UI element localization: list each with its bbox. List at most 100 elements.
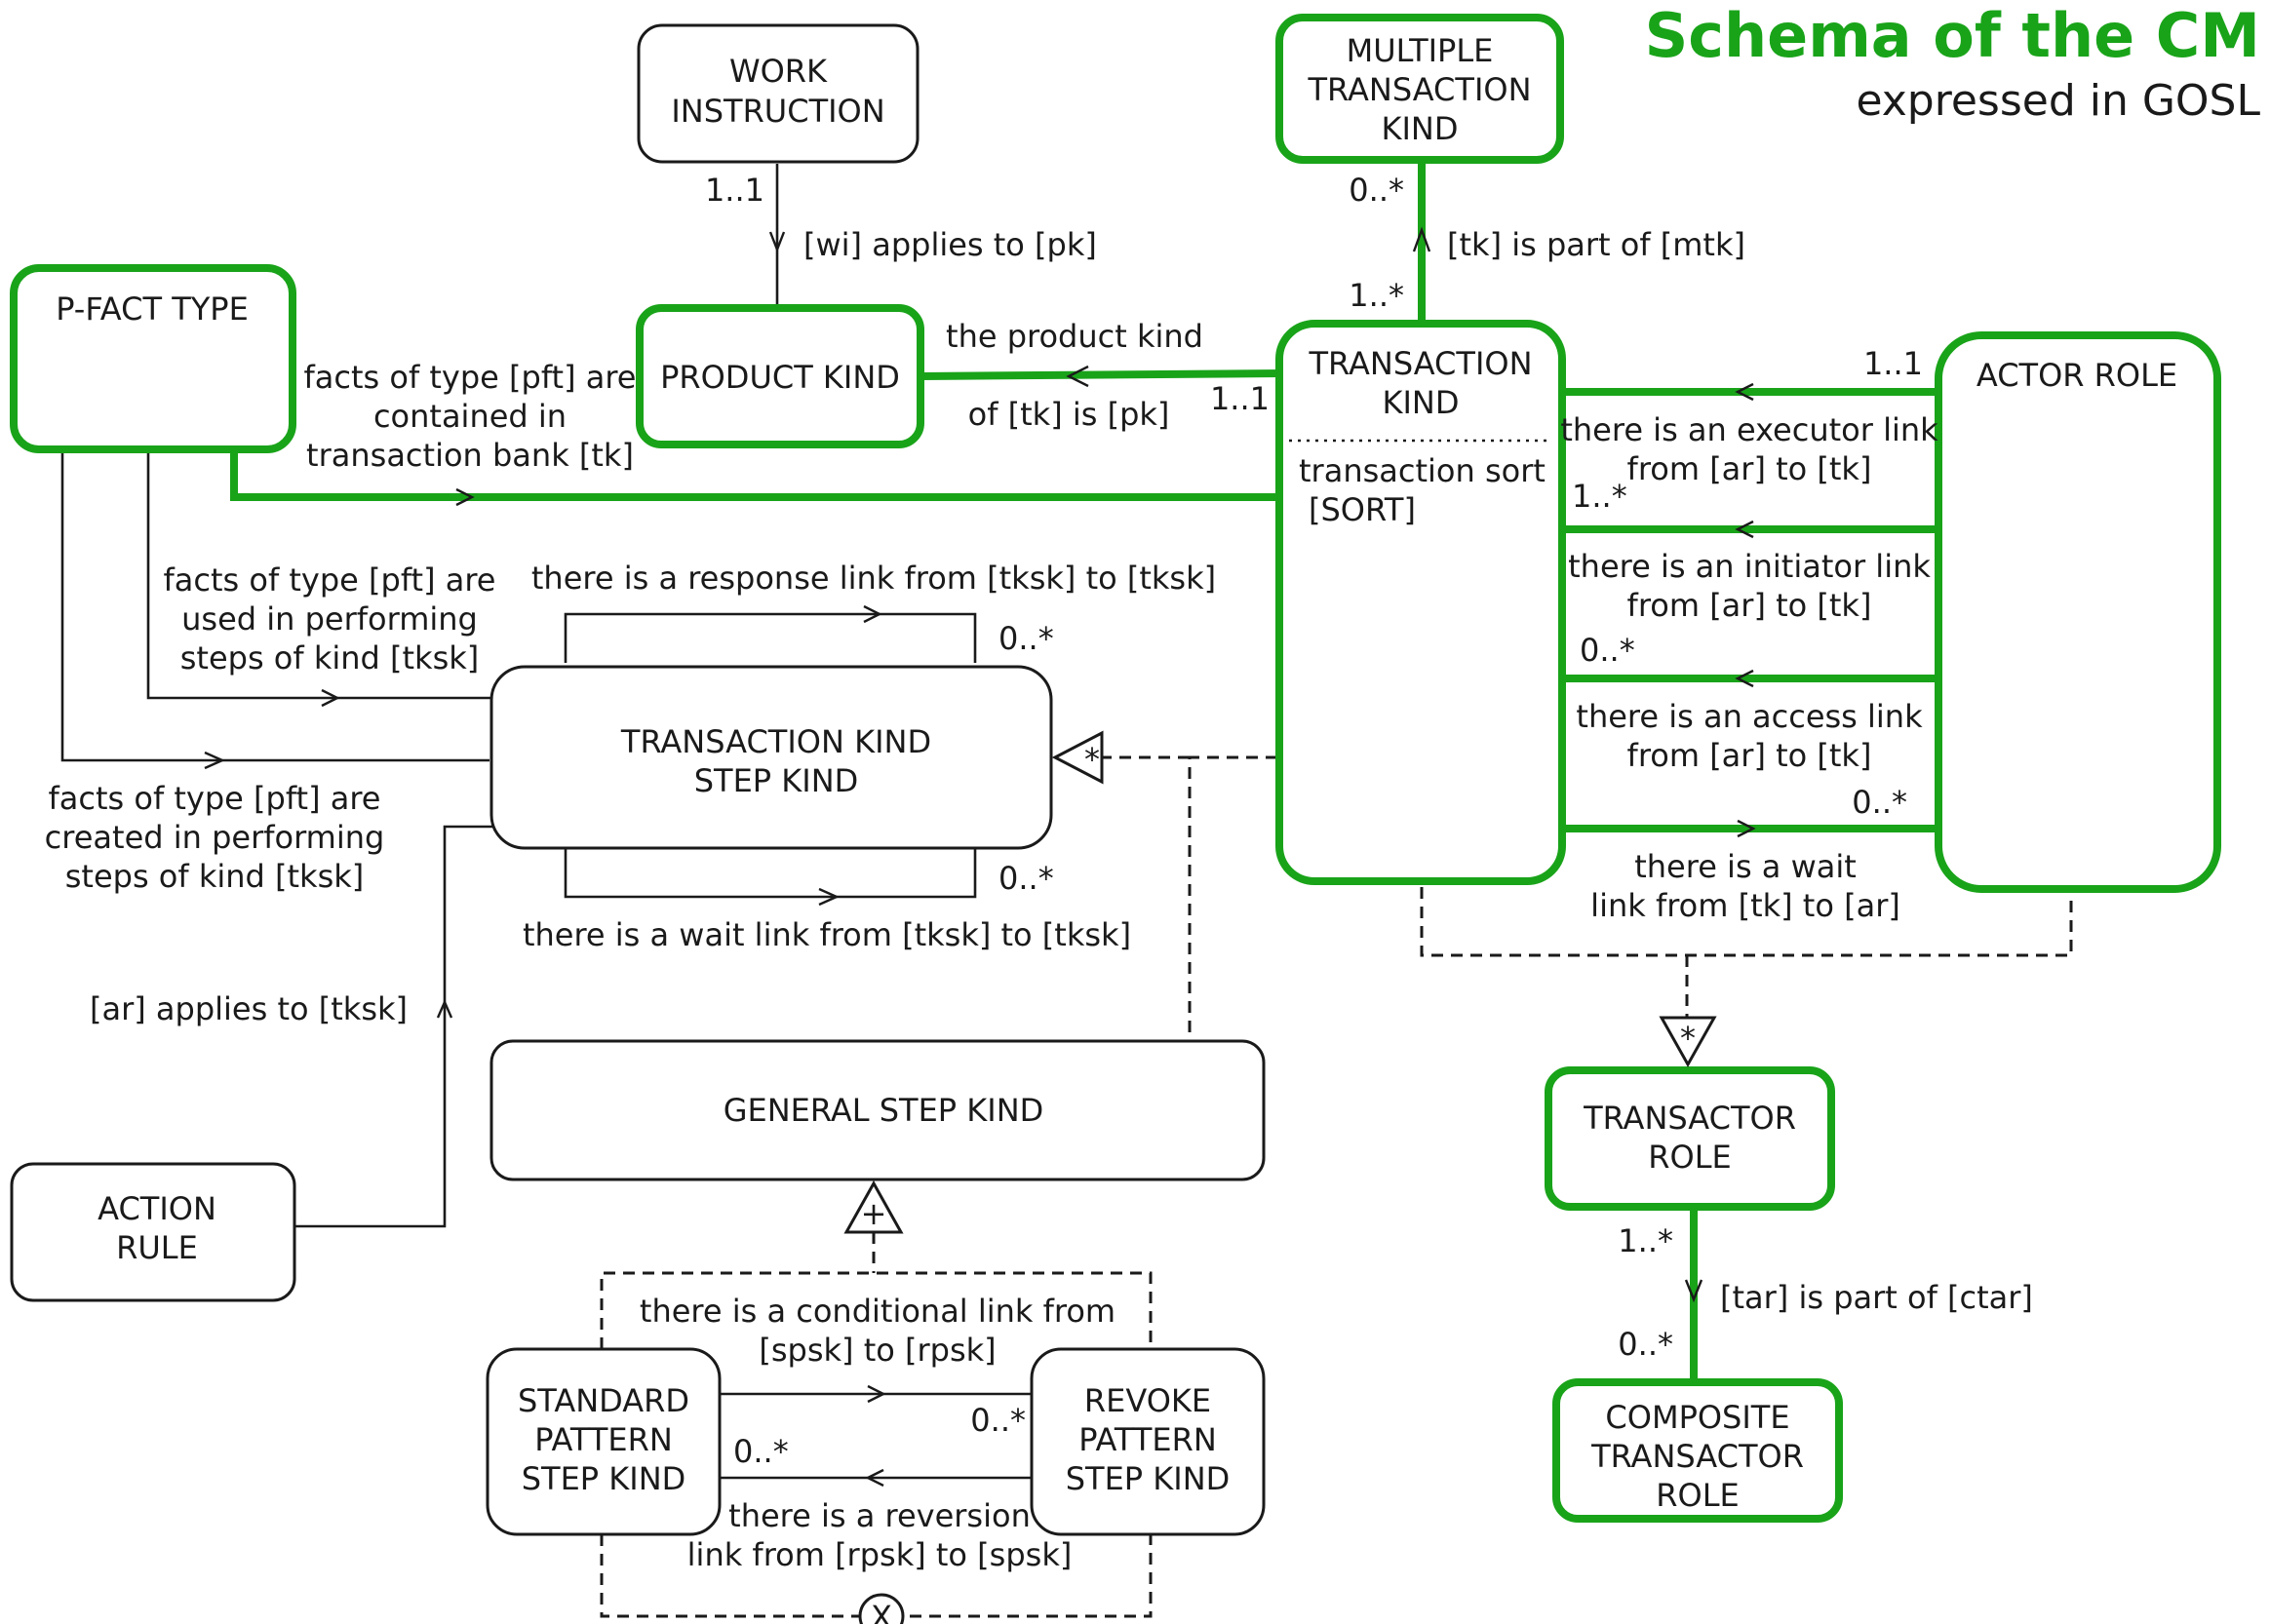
entity-composite-transactor-role: COMPOSITE TRANSACTOR ROLE [1552, 1378, 1843, 1523]
svg-text:REVOKE: REVOKE [1084, 1382, 1211, 1419]
multiplicity-label: 1..* [1618, 1222, 1673, 1259]
svg-text:TRANSACTOR: TRANSACTOR [1583, 1100, 1796, 1137]
svg-text:from [ar] to [tk]: from [ar] to [tk] [1627, 450, 1872, 487]
svg-text:TRANSACTION KIND: TRANSACTION KIND [620, 723, 931, 760]
multiplicity-label: 0..* [1349, 172, 1404, 209]
svg-text:there is an access link: there is an access link [1576, 698, 1923, 735]
svg-text:of [tk] is [pk]: of [tk] is [pk] [968, 396, 1170, 433]
svg-text:there is an initiator link: there is an initiator link [1568, 548, 1931, 585]
diagram-subtitle: expressed in GOSL [1856, 76, 2260, 126]
svg-text:ACTOR ROLE: ACTOR ROLE [1976, 357, 2177, 394]
svg-text:there is a wait: there is a wait [1634, 848, 1857, 885]
svg-text:GENERAL STEP KIND: GENERAL STEP KIND [724, 1092, 1044, 1129]
svg-text:PATTERN: PATTERN [534, 1421, 673, 1458]
svg-text:PATTERN: PATTERN [1078, 1421, 1217, 1458]
svg-text:TRANSACTION: TRANSACTION [1308, 71, 1532, 108]
multiplicity-label: 0..* [998, 860, 1054, 897]
svg-text:facts of type [pft] are: facts of type [pft] are [304, 359, 637, 396]
multiplicity-label: 1..1 [1210, 380, 1270, 417]
svg-text:P-FACT TYPE: P-FACT TYPE [56, 290, 249, 328]
svg-text:from [ar] to [tk]: from [ar] to [tk] [1627, 737, 1872, 774]
relation-response-link: there is a response link from [tksk] to … [531, 560, 1216, 597]
entity-transaction-kind: TRANSACTION KIND transaction sort [SORT] [1275, 320, 1566, 885]
svg-text:STEP KIND: STEP KIND [1066, 1460, 1231, 1497]
svg-text:X: X [871, 1599, 892, 1624]
svg-text:STEP KIND: STEP KIND [694, 762, 859, 799]
relation-product-kind-of-tk: the product kind of [tk] is [pk] [946, 318, 1203, 433]
relation-tar-part-of-ctar: [tar] is part of [ctar] [1720, 1279, 2033, 1316]
svg-text:INSTRUCTION: INSTRUCTION [671, 93, 884, 130]
svg-text:KIND: KIND [1382, 110, 1459, 147]
svg-text:facts of type [pft] are: facts of type [pft] are [164, 561, 496, 599]
svg-text:link from [tk] to [ar]: link from [tk] to [ar] [1590, 887, 1900, 924]
svg-text:transaction bank [tk]: transaction bank [tk] [306, 437, 634, 474]
svg-text:ROLE: ROLE [1648, 1139, 1731, 1176]
relation-reversion-link: there is a reversion link from [rpsk] to… [687, 1497, 1073, 1573]
svg-text:there is an executor link: there is an executor link [1560, 411, 1938, 448]
multiplicity-label: 0..* [970, 1402, 1026, 1439]
svg-text:WORK: WORK [729, 53, 828, 90]
relation-pft-used: facts of type [pft] are used in performi… [164, 561, 496, 677]
svg-text:link from [rpsk] to [spsk]: link from [rpsk] to [spsk] [687, 1536, 1073, 1573]
svg-text:created in performing: created in performing [45, 819, 385, 856]
svg-text:PRODUCT KIND: PRODUCT KIND [660, 359, 900, 396]
svg-text:*: * [1680, 1020, 1696, 1057]
multiplicity-label: 0..* [1852, 784, 1907, 821]
svg-text:COMPOSITE: COMPOSITE [1605, 1399, 1789, 1436]
svg-text:TRANSACTION: TRANSACTION [1309, 345, 1533, 382]
svg-text:the product kind: the product kind [946, 318, 1203, 355]
entity-transaction-kind-step-kind: TRANSACTION KIND STEP KIND [489, 665, 1053, 850]
entity-action-rule: ACTION RULE [10, 1162, 296, 1302]
specialization-triangle-gsk: + [843, 1179, 904, 1234]
svg-text:KIND: KIND [1383, 384, 1460, 421]
svg-text:facts of type [pft] are: facts of type [pft] are [49, 780, 381, 817]
svg-text:steps of kind [tksk]: steps of kind [tksk] [65, 858, 365, 895]
svg-text:MULTIPLE: MULTIPLE [1347, 32, 1494, 69]
entity-actor-role: ACTOR ROLE [1935, 331, 2221, 893]
svg-text:[spsk] to [rpsk]: [spsk] to [rpsk] [759, 1332, 996, 1369]
exclusion-circle: X [858, 1593, 905, 1624]
relation-pft-created: facts of type [pft] are created in perfo… [45, 780, 385, 895]
svg-text:STEP KIND: STEP KIND [522, 1460, 686, 1497]
relation-executor-link: there is an executor link from [ar] to [… [1560, 411, 1938, 487]
relation-wait-link-tk-ar: there is a wait link from [tk] to [ar] [1590, 848, 1900, 924]
svg-text:from [ar] to [tk]: from [ar] to [tk] [1627, 587, 1872, 624]
relation-wi-applies-to-pk: [wi] applies to [pk] [803, 226, 1097, 263]
svg-text:ROLE: ROLE [1656, 1477, 1739, 1514]
svg-text:STANDARD: STANDARD [518, 1382, 689, 1419]
multiplicity-label: 1..* [1349, 277, 1404, 314]
relation-ar-applies-to-tksk: [ar] applies to [tksk] [90, 990, 408, 1027]
multiplicity-label: 1..* [1572, 478, 1627, 515]
svg-text:steps of kind [tksk]: steps of kind [tksk] [180, 639, 480, 677]
transaction-kind-attribute: transaction sort [1299, 452, 1546, 489]
entity-standard-pattern-step-kind: STANDARD PATTERN STEP KIND [486, 1347, 722, 1536]
generalization-triangle-tar: * [1659, 1016, 1717, 1068]
entity-revoke-pattern-step-kind: REVOKE PATTERN STEP KIND [1030, 1347, 1266, 1536]
entity-general-step-kind: GENERAL STEP KIND [489, 1039, 1266, 1181]
svg-text:RULE: RULE [116, 1229, 198, 1266]
relation-access-link: there is an access link from [ar] to [tk… [1576, 698, 1923, 774]
multiplicity-label: 1..1 [705, 172, 764, 209]
svg-text:[SORT]: [SORT] [1309, 491, 1416, 528]
relation-initiator-link: there is an initiator link from [ar] to … [1568, 548, 1931, 624]
svg-text:there is a reversion: there is a reversion [728, 1497, 1031, 1534]
svg-text:*: * [1084, 741, 1100, 778]
relation-tk-part-of-mtk: [tk] is part of [mtk] [1447, 226, 1745, 263]
diagram-title: Schema of the CM [1645, 0, 2260, 71]
entity-transactor-role: TRANSACTOR ROLE [1545, 1066, 1835, 1211]
relation-wait-link-tksk: there is a wait link from [tksk] to [tks… [523, 916, 1131, 953]
multiplicity-label: 0..* [998, 620, 1054, 657]
entity-multiple-transaction-kind: MULTIPLE TRANSACTION KIND [1275, 14, 1564, 164]
multiplicity-label: 1..1 [1863, 345, 1923, 382]
svg-text:ACTION: ACTION [98, 1190, 216, 1227]
relation-conditional-link: there is a conditional link from [spsk] … [640, 1293, 1115, 1369]
svg-text:TRANSACTOR: TRANSACTOR [1590, 1438, 1804, 1475]
relation-pft-contained: facts of type [pft] are contained in tra… [304, 359, 637, 474]
entity-product-kind: PRODUCT KIND [636, 304, 924, 448]
entity-p-fact-type: P-FACT TYPE [10, 264, 296, 453]
multiplicity-label: 0..* [733, 1433, 789, 1470]
multiplicity-label: 0..* [1618, 1326, 1673, 1363]
svg-text:used in performing: used in performing [181, 600, 478, 638]
generalization-triangle-tksk: * [1051, 730, 1104, 785]
